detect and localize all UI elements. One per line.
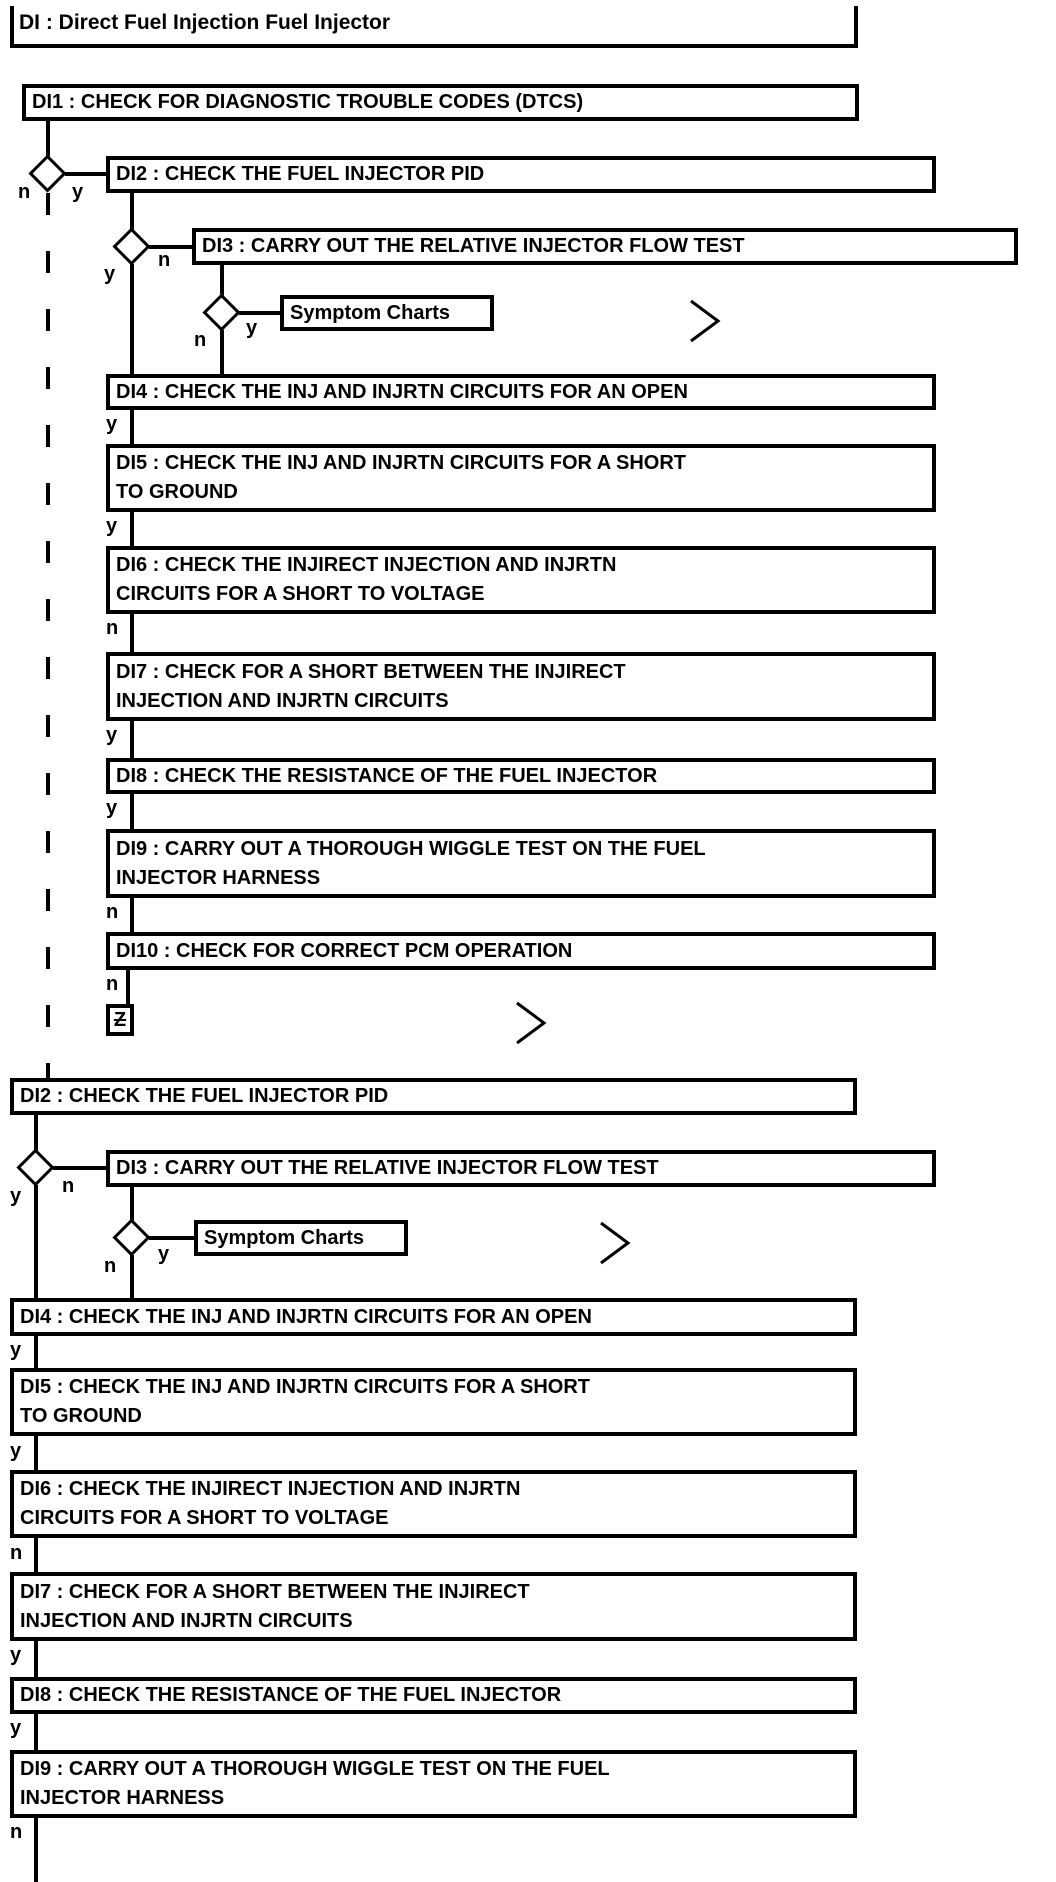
- flow-line: [126, 970, 130, 1004]
- flow-line: [130, 193, 134, 233]
- decision-after-di1: [28, 154, 67, 193]
- chevron-right-icon[interactable]: [598, 1220, 632, 1266]
- flow-line: [34, 1336, 38, 1368]
- branch-label-y-di8-lower: y: [10, 1717, 22, 1739]
- branch-label-y-di3-lower: y: [158, 1243, 170, 1265]
- step-di6-upper[interactable]: DI6 : CHECK THE INJIRECT INJECTION AND I…: [106, 546, 936, 614]
- flow-line: [34, 1818, 38, 1882]
- flow-line: [34, 1538, 38, 1572]
- symptom-charts-link-lower[interactable]: Symptom Charts: [194, 1220, 408, 1256]
- step-di7-lower[interactable]: DI7 : CHECK FOR A SHORT BETWEEN THE INJI…: [10, 1572, 857, 1641]
- branch-label-y-di1: y: [72, 181, 84, 203]
- flow-line: [130, 264, 134, 374]
- step-di6-lower[interactable]: DI6 : CHECK THE INJIRECT INJECTION AND I…: [10, 1470, 857, 1538]
- flow-line: [130, 1255, 134, 1298]
- step-di5-upper[interactable]: DI5 : CHECK THE INJ AND INJRTN CIRCUITS …: [106, 444, 936, 512]
- step-di7-upper[interactable]: DI7 : CHECK FOR A SHORT BETWEEN THE INJI…: [106, 652, 936, 721]
- chevron-right-icon[interactable]: [688, 298, 722, 344]
- diagram-title: DI : Direct Fuel Injection Fuel Injector: [10, 6, 858, 48]
- step-di3-lower[interactable]: DI3 : CARRY OUT THE RELATIVE INJECTOR FL…: [106, 1150, 936, 1187]
- step-di4-lower[interactable]: DI4 : CHECK THE INJ AND INJRTN CIRCUITS …: [10, 1298, 857, 1336]
- flow-line: [130, 898, 134, 932]
- branch-label-y-di5-lower: y: [10, 1440, 22, 1462]
- branch-label-y-di4-lower: y: [10, 1339, 22, 1361]
- step-di8-lower[interactable]: DI8 : CHECK THE RESISTANCE OF THE FUEL I…: [10, 1677, 857, 1714]
- step-di1[interactable]: DI1 : CHECK FOR DIAGNOSTIC TROUBLE CODES…: [22, 84, 859, 121]
- step-di10-upper[interactable]: DI10 : CHECK FOR CORRECT PCM OPERATION: [106, 932, 936, 970]
- branch-label-y-di4-upper: y: [106, 413, 118, 435]
- branch-label-y-di7-lower: y: [10, 1644, 22, 1666]
- branch-label-n-di6-upper: n: [106, 617, 119, 639]
- branch-label-y-di8-upper: y: [106, 797, 118, 819]
- dashed-flow-line: [46, 193, 50, 1078]
- flow-line: [34, 1185, 38, 1298]
- z-offpage-connector-label: Z: [113, 1008, 127, 1031]
- decision-after-di2-lower: [16, 1148, 55, 1187]
- flow-line: [130, 721, 134, 758]
- branch-label-n-di1: n: [18, 181, 31, 203]
- flow-line: [149, 1236, 194, 1240]
- step-di3-upper[interactable]: DI3 : CARRY OUT THE RELATIVE INJECTOR FL…: [192, 228, 1018, 265]
- flow-line: [130, 512, 134, 546]
- step-di8-upper[interactable]: DI8 : CHECK THE RESISTANCE OF THE FUEL I…: [106, 758, 936, 794]
- flow-line: [149, 245, 192, 249]
- flow-line: [220, 265, 224, 297]
- flow-line: [130, 1187, 134, 1221]
- flow-line: [34, 1641, 38, 1677]
- flow-line: [46, 120, 50, 158]
- flow-line: [65, 172, 106, 176]
- branch-label-n-di2-lower: n: [62, 1175, 75, 1197]
- flow-line: [130, 614, 134, 652]
- branch-label-y-di7-upper: y: [106, 724, 118, 746]
- branch-label-y-di3-upper: y: [246, 317, 258, 339]
- branch-label-n-di6-lower: n: [10, 1542, 23, 1564]
- step-di2-lower[interactable]: DI2 : CHECK THE FUEL INJECTOR PID: [10, 1078, 857, 1115]
- branch-label-n-di9-upper: n: [106, 901, 119, 923]
- step-di2-upper[interactable]: DI2 : CHECK THE FUEL INJECTOR PID: [106, 156, 936, 193]
- z-offpage-connector[interactable]: Z: [106, 1004, 134, 1036]
- flow-line: [130, 410, 134, 444]
- branch-label-n-di3-lower: n: [104, 1255, 117, 1277]
- flow-line: [34, 1115, 38, 1151]
- flow-line: [220, 330, 224, 374]
- branch-label-n-di9-lower: n: [10, 1821, 23, 1843]
- branch-label-n-di2-upper: n: [158, 249, 171, 271]
- flow-line: [34, 1714, 38, 1750]
- flow-line: [34, 1436, 38, 1470]
- flow-line: [239, 311, 280, 315]
- branch-label-y-di5-upper: y: [106, 515, 118, 537]
- step-di9-upper[interactable]: DI9 : CARRY OUT A THOROUGH WIGGLE TEST O…: [106, 829, 936, 898]
- branch-label-y-di2-lower: y: [10, 1185, 22, 1207]
- decision-after-di2-upper: [112, 227, 151, 266]
- step-di9-lower[interactable]: DI9 : CARRY OUT A THOROUGH WIGGLE TEST O…: [10, 1750, 857, 1818]
- flow-line: [130, 794, 134, 829]
- branch-label-n-di3-upper: n: [194, 329, 207, 351]
- decision-after-di3-lower: [112, 1218, 151, 1257]
- branch-label-n-di10-upper: n: [106, 973, 119, 995]
- branch-label-y-di2-upper: y: [104, 263, 116, 285]
- symptom-charts-link-upper[interactable]: Symptom Charts: [280, 295, 494, 331]
- flow-line: [53, 1166, 106, 1170]
- chevron-right-icon[interactable]: [514, 1000, 548, 1046]
- step-di4-upper[interactable]: DI4 : CHECK THE INJ AND INJRTN CIRCUITS …: [106, 374, 936, 410]
- decision-after-di3-upper: [202, 293, 241, 332]
- step-di5-lower[interactable]: DI5 : CHECK THE INJ AND INJRTN CIRCUITS …: [10, 1368, 857, 1436]
